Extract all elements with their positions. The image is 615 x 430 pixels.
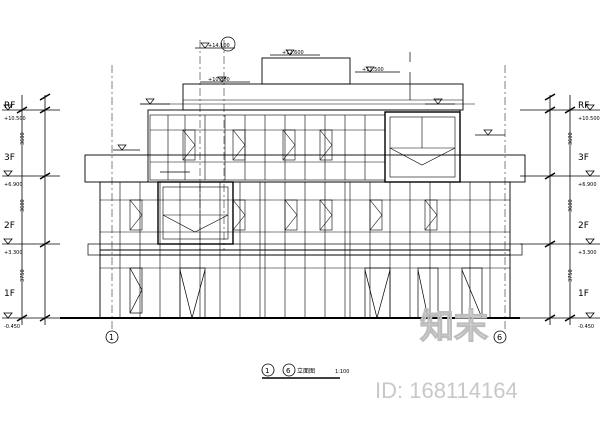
top-elev-2: +12.600 — [282, 50, 304, 56]
building-lower-block — [84, 154, 526, 319]
right-level-rf: RF — [578, 101, 589, 111]
watermark: 知末 ID: 168114164 — [375, 307, 518, 403]
dim-right-2: 3600 — [568, 199, 574, 212]
title-axis-end: 6 — [286, 367, 291, 375]
right-level-1f: 1F — [578, 289, 589, 299]
right-elev-2f: +3.300 — [578, 250, 597, 256]
left-level-2f: 2F — [4, 221, 15, 231]
axis-label-end: 6 — [497, 333, 502, 342]
dim-left-2: 3600 — [20, 199, 26, 212]
title-prefix: 立面图 — [297, 367, 315, 375]
right-level-3f: 3F — [578, 153, 589, 163]
axis-bubble-1 — [105, 330, 119, 344]
watermark-id: ID: 168114164 — [375, 378, 518, 403]
annotations: +14.100 +12.600 +11.500 +10.800 3600 360… — [20, 43, 574, 282]
right-elev-rf: +10.500 — [578, 116, 600, 122]
left-elev-rf: +10.500 — [4, 116, 26, 122]
left-elev-1f: -0.450 — [4, 324, 20, 330]
right-level-markers — [520, 93, 600, 325]
left-elev-3f: +6.900 — [4, 182, 23, 188]
building-roof — [140, 57, 475, 111]
top-elev-1: +14.100 — [208, 43, 230, 49]
drawing-title-group — [261, 363, 340, 379]
title-axis-start: 1 — [265, 367, 269, 375]
axis-bubble-6 — [493, 330, 507, 344]
left-level-1f: 1F — [4, 289, 15, 299]
left-level-3f: 3F — [4, 153, 15, 163]
right-elev-3f: +6.900 — [578, 182, 597, 188]
axis-bubbles — [105, 330, 507, 344]
top-elev-4: +10.800 — [208, 77, 230, 83]
left-elev-2f: +3.300 — [4, 250, 23, 256]
top-elev-3: +11.500 — [362, 67, 384, 73]
dim-left-3: 3750 — [20, 269, 26, 282]
right-level-2f: 2F — [578, 221, 589, 231]
grid-axes — [111, 40, 506, 330]
right-elev-1f: -0.450 — [578, 324, 594, 330]
watermark-brand: 知末 — [420, 308, 488, 346]
axis-label-start: 1 — [109, 333, 114, 342]
title-scale: 1:100 — [335, 369, 349, 375]
top-elevation-markers — [113, 36, 505, 173]
dim-right-3: 3750 — [568, 269, 574, 282]
dim-right-1: 3600 — [568, 132, 574, 145]
building-third-floor — [147, 109, 461, 183]
left-level-markers — [2, 93, 60, 325]
dim-left-1: 3600 — [20, 132, 26, 145]
left-level-rf: RF — [4, 101, 15, 111]
floor-labels: RF +10.500 3F +6.900 2F +3.300 1F -0.450… — [4, 101, 600, 375]
